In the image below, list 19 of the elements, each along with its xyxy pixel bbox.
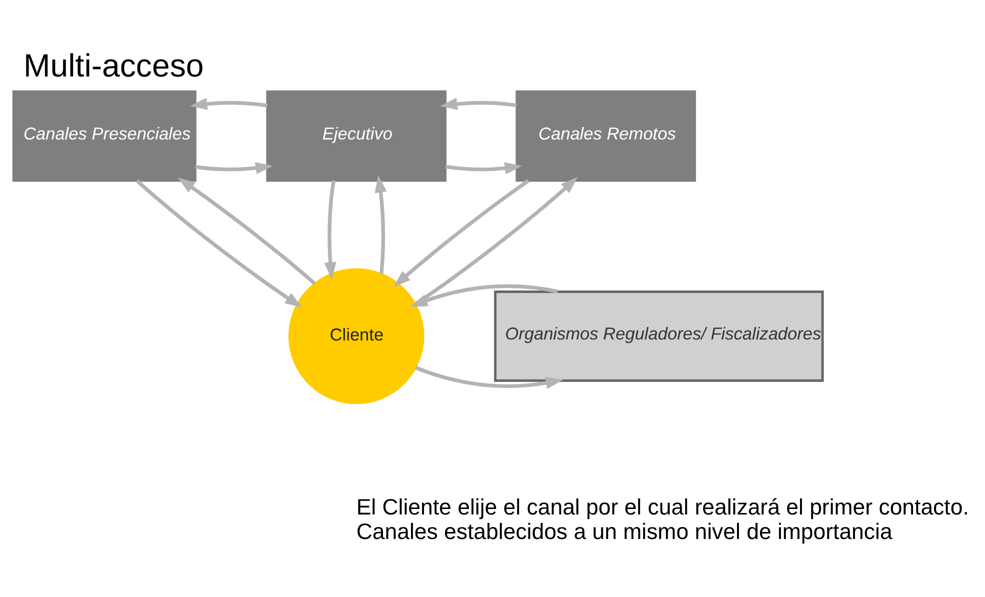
node-box: Ejecutivo xyxy=(266,90,446,182)
node-box: Canales Presenciales xyxy=(12,90,196,182)
node-circle: Cliente xyxy=(288,268,424,404)
arrow xyxy=(178,177,316,286)
node-box: Organismos Reguladores/ Fiscalizadores xyxy=(494,290,824,382)
arrow xyxy=(445,162,522,174)
arrow xyxy=(374,175,387,274)
arrow xyxy=(440,98,517,110)
arrow xyxy=(195,162,273,174)
arrow xyxy=(190,98,268,110)
arrow xyxy=(414,366,564,389)
arrow xyxy=(414,176,578,306)
arrow xyxy=(324,180,336,280)
label: El Cliente elije el canal por el cual realizará el primer contacto. xyxy=(356,494,969,520)
label: Canales establecidos a un mismo nivel de importancia xyxy=(356,519,892,544)
node-box: Canales Remotos xyxy=(516,90,696,182)
arrow xyxy=(136,179,302,308)
diagram-title: Multi-acceso xyxy=(24,48,204,84)
arrow xyxy=(393,179,530,287)
